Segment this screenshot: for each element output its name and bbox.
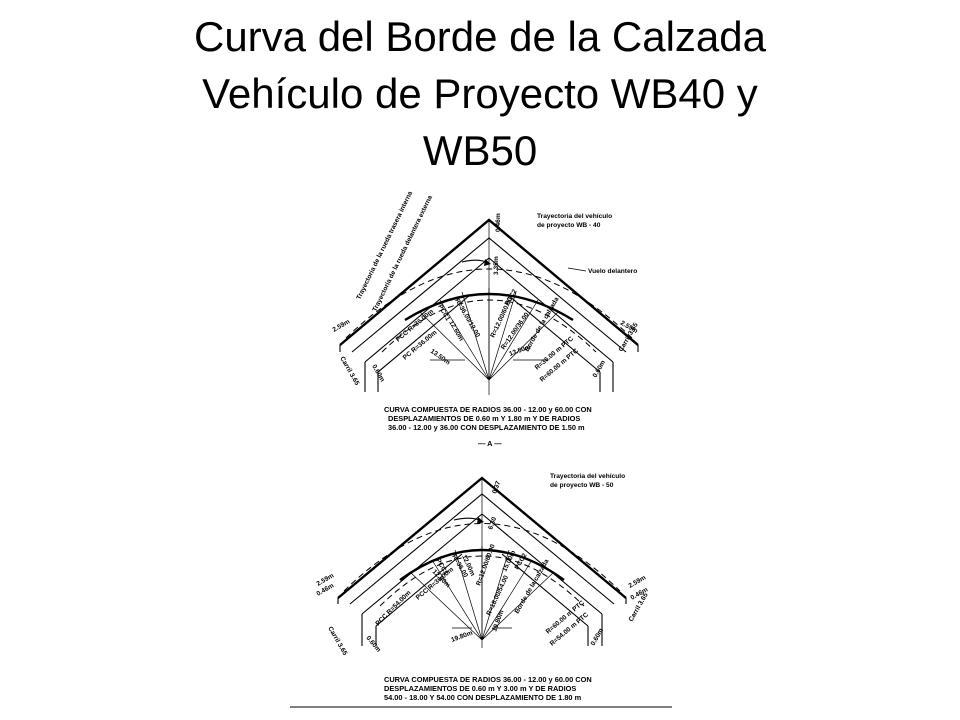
figure-b-dim-037: 0.37 <box>491 480 502 495</box>
figure-b-end-left <box>337 598 377 646</box>
figure-b-carril-left: Carril 3.65 <box>326 626 348 657</box>
figure-a-dim-046: 0.46m <box>495 213 502 232</box>
figure-a-d-1260: 12.60m <box>447 320 464 343</box>
figure-a-trajectory-label-1: Trayectoria del vehículo <box>537 213 612 220</box>
figure-b-caption-2: DESPLAZAMIENTOS DE 0.60 m Y 3.00 m Y DE … <box>384 684 576 693</box>
figure-b-trajectory-label-2: de proyecto WB - 50 <box>550 482 614 489</box>
figure-a-d-1350-left: 13.50m <box>429 348 451 367</box>
figure-b-dim-630: 6.30 <box>487 516 498 531</box>
figure-a-end-left <box>339 345 379 392</box>
figure-b-overhang-dashed <box>379 555 585 607</box>
figure-a-inner-left <box>377 294 471 373</box>
figure-a-vuelo-leader <box>567 267 587 272</box>
figure-a-end-right <box>599 345 639 392</box>
figure-a-wb40: Trayectoria del vehículo de proyecto WB … <box>332 190 640 448</box>
figure-b-d-1980-left: 19.80m <box>450 630 474 644</box>
figure-b-dim-060-left: 0.60m <box>364 635 381 654</box>
title-line-1: Curva del Borde de la Calzada <box>193 13 766 60</box>
figure-a-lane-right <box>488 257 614 363</box>
figure-b-pcc-r54: PCC R=54.00m <box>374 589 412 627</box>
figure-a-lane-left <box>364 257 490 363</box>
figure-a-marker: — A — <box>478 439 502 448</box>
figure-b-caption-1: CURVA COMPUESTA DE RADIOS 36.00 - 12.00 … <box>384 675 592 684</box>
figure-a-dim-259-left: 2.59m <box>332 318 352 333</box>
figure-b-arrowhead <box>477 517 484 524</box>
figure-b-trajectory-label-1: Trayectoria del vehículo <box>550 473 625 480</box>
figure-a-dim-060-left: 0.60m <box>370 364 385 384</box>
figure-b-inner-right <box>501 553 589 627</box>
figure-b-end-right <box>587 598 627 646</box>
figure-b-wb50: Trayectoria del vehículo de proyecto WB … <box>316 473 650 702</box>
figure-a-trajectory-label-2: de proyecto WB - 40 <box>537 222 601 229</box>
figure-a-caption-2: DESPLAZAMIENTOS DE 0.60 m Y 1.80 m Y DE … <box>388 414 580 423</box>
slide-title: Curva del Borde de la Calzada Vehículo d… <box>0 8 960 179</box>
figure-b-inner-left <box>375 553 463 627</box>
figure-a-arrowhead <box>484 259 491 266</box>
figure-a-caption-3: 36.00 - 12.00 y 36.00 CON DESPLAZAMIENTO… <box>388 423 585 432</box>
figure-b-lane-right <box>481 513 603 615</box>
figure-a-caption-1: CURVA COMPUESTA DE RADIOS 36.00 - 12.00 … <box>384 405 592 414</box>
figure-b-caption-3: 54.00 - 18.00 Y 54.00 CON DESPLAZAMIENTO… <box>384 693 582 702</box>
figure-a-vuelo-label: Vuelo delantero <box>588 268 637 275</box>
figure-a-carril-left: Carril 3.65 <box>338 356 360 387</box>
figure-b-lane-left <box>361 513 483 615</box>
title-line-3: WB50 <box>422 127 538 174</box>
figure-b-dim-060-right: 0.60m <box>590 627 605 647</box>
title-line-2: Vehículo de Proyecto WB40 y <box>202 70 758 117</box>
figure-a-dim-335: 3.35m <box>493 256 500 275</box>
figure-a-inner-right <box>507 294 601 373</box>
figure-a-dim-060-right: 0.60m <box>592 359 607 379</box>
